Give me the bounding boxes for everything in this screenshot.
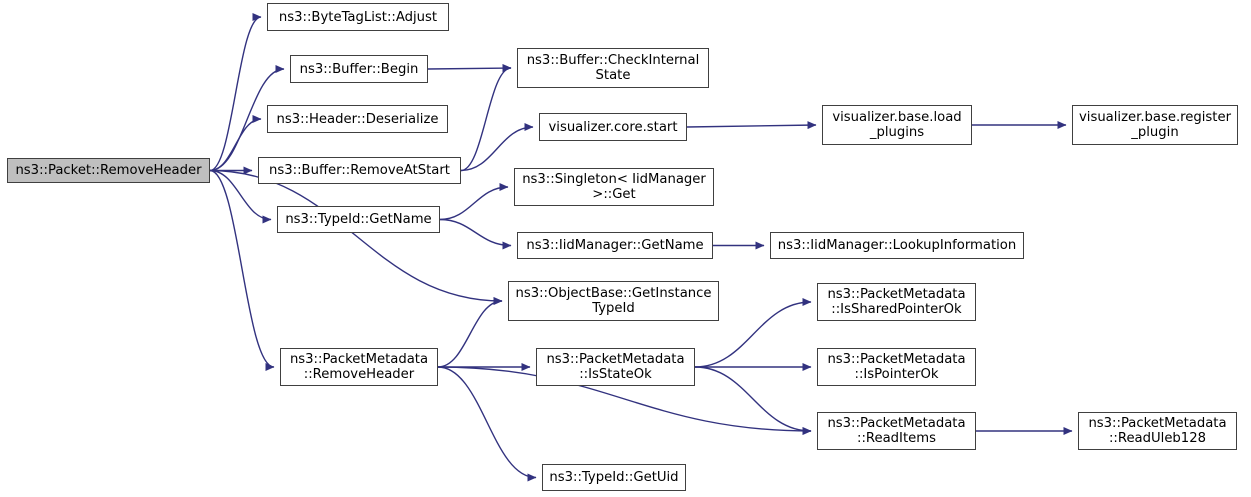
graph-node-n9[interactable]: ns3::IidManager::GetName <box>517 232 713 259</box>
graph-edge-n0-to-n3 <box>209 115 262 172</box>
graph-node-n14[interactable]: visualizer.base.load _plugins <box>822 105 972 145</box>
graph-edge-n0-to-n10 <box>209 169 503 305</box>
graph-edge-n11-to-n10 <box>437 297 503 368</box>
graph-node-n11[interactable]: ns3::PacketMetadata ::RemoveHeader <box>280 348 438 386</box>
graph-node-n20[interactable]: ns3::PacketMetadata ::ReadUleb128 <box>1078 412 1237 450</box>
graph-edge-n12-to-n19 <box>694 366 812 435</box>
graph-edge-n4-to-n6 <box>460 64 512 172</box>
graph-node-n13[interactable]: ns3::TypeId::GetUid <box>542 464 686 491</box>
graph-edge-n5-to-n8 <box>439 183 509 221</box>
graph-node-n7[interactable]: visualizer.core.start <box>539 113 687 141</box>
graph-edge-n0-to-n11 <box>209 169 275 371</box>
graph-node-n1[interactable]: ns3::ByteTagList::Adjust <box>267 3 449 31</box>
graph-node-n16[interactable]: ns3::IidManager::LookupInformation <box>770 232 1024 259</box>
graph-node-n19[interactable]: ns3::PacketMetadata ::ReadItems <box>817 412 976 450</box>
graph-node-n6[interactable]: ns3::Buffer::CheckInternal State <box>517 48 709 88</box>
graph-edge-n5-to-n9 <box>439 218 512 250</box>
graph-node-n18[interactable]: ns3::PacketMetadata ::IsPointerOk <box>817 348 976 386</box>
graph-node-n12[interactable]: ns3::PacketMetadata ::IsStateOk <box>536 348 695 386</box>
graph-node-n15[interactable]: visualizer.base.register _plugin <box>1072 105 1238 145</box>
graph-node-n8[interactable]: ns3::Singleton< IidManager >::Get <box>514 168 714 206</box>
graph-node-n0[interactable]: ns3::Packet::RemoveHeader <box>7 158 210 183</box>
graph-node-n17[interactable]: ns3::PacketMetadata ::IsSharedPointerOk <box>817 283 976 321</box>
graph-node-n5[interactable]: ns3::TypeId::GetName <box>277 206 440 233</box>
graph-node-n4[interactable]: ns3::Buffer::RemoveAtStart <box>258 157 461 184</box>
graph-edge-n4-to-n7 <box>460 123 534 172</box>
graph-node-n3[interactable]: ns3::Header::Deserialize <box>267 105 448 133</box>
graph-edge-n2-to-n6 <box>427 64 512 73</box>
graph-node-n2[interactable]: ns3::Buffer::Begin <box>290 55 428 83</box>
graph-node-n10[interactable]: ns3::ObjectBase::GetInstance TypeId <box>508 281 719 321</box>
graph-edge-n0-to-n1 <box>209 13 262 172</box>
graph-edge-n11-to-n13 <box>437 366 537 482</box>
graph-edge-n7-to-n14 <box>686 121 817 130</box>
